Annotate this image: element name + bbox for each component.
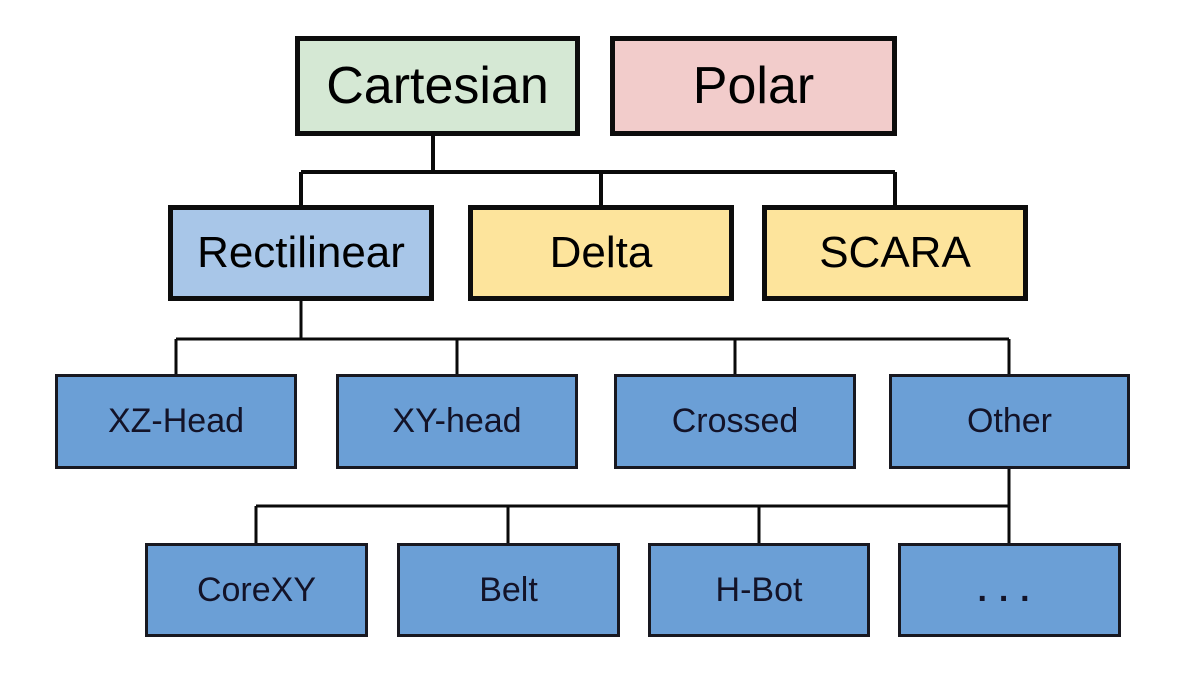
node-scara-label: SCARA <box>819 228 971 277</box>
edge-group-cartesian <box>299 136 897 205</box>
node-corexy: CoreXY <box>145 543 368 637</box>
node-xz-head: XZ-Head <box>55 374 297 469</box>
node-corexy-label: CoreXY <box>196 570 317 609</box>
node-h-bot-label: H-Bot <box>715 570 803 609</box>
node-xy-head-label: XY-head <box>392 402 522 440</box>
node-delta: Delta <box>468 205 734 301</box>
node-polar: Polar <box>610 36 897 136</box>
node-other: Other <box>889 374 1130 469</box>
node-belt: Belt <box>397 543 620 637</box>
node-xz-head-label: XZ-Head <box>107 402 245 440</box>
node-polar-label: Polar <box>692 57 815 115</box>
node-xy-head: XY-head <box>336 374 578 469</box>
edge-group-rectilinear <box>174 301 1011 374</box>
node-rectilinear: Rectilinear <box>168 205 434 301</box>
node-h-bot: H-Bot <box>648 543 870 637</box>
node-ellipsis: ... <box>898 543 1121 637</box>
node-cartesian: Cartesian <box>295 36 580 136</box>
node-cartesian-label: Cartesian <box>326 57 549 115</box>
node-other-label: Other <box>966 402 1053 440</box>
node-rectilinear-label: Rectilinear <box>197 228 405 277</box>
node-crossed-label: Crossed <box>671 402 799 440</box>
node-delta-label: Delta <box>549 228 653 277</box>
node-crossed: Crossed <box>614 374 856 469</box>
node-scara: SCARA <box>762 205 1028 301</box>
node-ellipsis-label: ... <box>977 570 1042 609</box>
edge-group-other <box>254 469 1011 543</box>
node-belt-label: Belt <box>479 570 538 609</box>
